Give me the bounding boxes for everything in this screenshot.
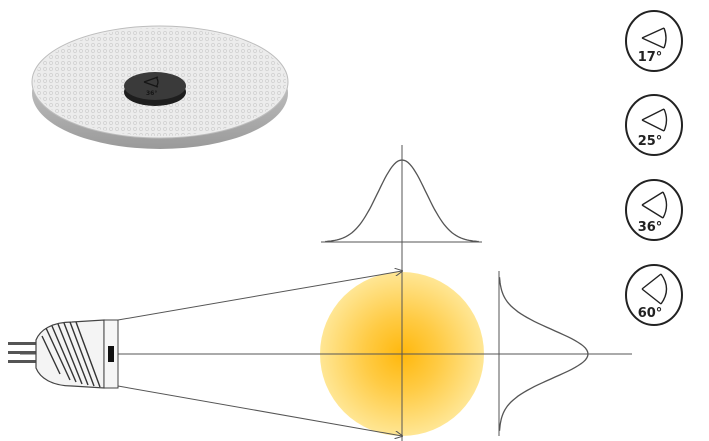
beam-angle-label: 60° (638, 306, 663, 321)
beam-angle-label: 36° (638, 220, 663, 235)
lamp-pin-mid (8, 351, 38, 354)
beam-lower-ray (117, 385, 402, 436)
beam-angle-icon (641, 191, 668, 219)
beam-angle-badge-25: 25° (625, 94, 683, 156)
lamp-pin-top (8, 342, 38, 345)
badge-circle (625, 10, 683, 72)
beam-angle-label: 17° (638, 50, 663, 65)
side-intensity-curve (498, 271, 589, 436)
lens-holder-slot (108, 346, 114, 362)
beam-angle-badge-36: 36° (625, 179, 683, 241)
beam-angle-badge-60: 60° (625, 264, 683, 326)
badge-circle (625, 179, 683, 241)
side-bell-curve (498, 277, 589, 431)
lens-angle-icon (143, 76, 159, 88)
beam-angle-icon (641, 108, 668, 132)
top-intensity-curve (321, 145, 482, 262)
lens-angle-label: 36° (146, 90, 157, 97)
led-lamp (8, 319, 119, 389)
beam-upper-ray (117, 271, 402, 321)
lamp-pin-bottom (8, 360, 38, 363)
beam-lines (20, 262, 632, 441)
beam-angle-badge-17: 17° (625, 10, 683, 72)
beam-angle-label: 25° (638, 134, 663, 149)
lamp-heatsink-fins (41, 321, 101, 388)
lens-disc: 36° (31, 25, 289, 149)
badge-circle (625, 264, 683, 326)
badge-circle (625, 94, 683, 156)
beam-angle-badges: 17° 25° 36° 60° (625, 10, 683, 326)
beam-angle-icon (641, 27, 667, 49)
beam-angle-icon (641, 273, 668, 305)
top-bell-curve (325, 159, 479, 243)
